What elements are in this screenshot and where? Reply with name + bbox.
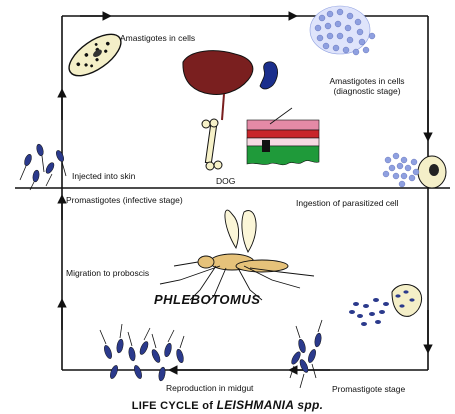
- sandfly-illustration: [160, 210, 314, 304]
- liver-illustration: [183, 51, 253, 95]
- title-species: LEISHMANIA spp.: [217, 398, 324, 412]
- label-amastigotes-diagnostic-line1: Amastigotes in cells: [312, 76, 422, 86]
- label-dog: DOG: [216, 176, 235, 186]
- macrophage-amastigotes-illustration: [62, 26, 127, 83]
- label-amastigotes-in-cells: Amastigotes in cells: [120, 33, 195, 43]
- liver-duct: [222, 94, 224, 120]
- amastigote-cluster-illustration: [310, 6, 375, 55]
- midgut-promastigotes-illustration: [100, 324, 185, 381]
- label-injected-into-skin: Injected into skin: [72, 171, 135, 181]
- title-prefix: LIFE CYCLE of: [132, 400, 214, 412]
- label-reproduction: Reproduction in midgut: [166, 383, 253, 393]
- diagram-title: LIFE CYCLE of LEISHMANIA spp.: [0, 398, 455, 412]
- skin-section-illustration: [247, 108, 319, 165]
- label-promastigote-stage: Promastigote stage: [332, 384, 405, 394]
- label-ingestion: Ingestion of parasitized cell: [296, 198, 399, 208]
- promastigote-stage-illustration: [290, 320, 322, 388]
- amastigotes-released-illustration: [349, 285, 422, 327]
- ingested-cell-illustration: [383, 153, 446, 188]
- label-amastigotes-diagnostic: Amastigotes in cells (diagnostic stage): [312, 76, 422, 96]
- injected-promastigotes-illustration: [20, 143, 66, 190]
- label-promastigotes-infective: Promastigotes (infective stage): [66, 195, 183, 205]
- label-migration: Migration to proboscis: [66, 268, 149, 278]
- kidney-illustration: [260, 62, 278, 89]
- label-phlebotomus: PHLEBOTOMUS: [154, 295, 260, 305]
- bone-illustration: [202, 119, 222, 170]
- label-amastigotes-diagnostic-line2: (diagnostic stage): [312, 86, 422, 96]
